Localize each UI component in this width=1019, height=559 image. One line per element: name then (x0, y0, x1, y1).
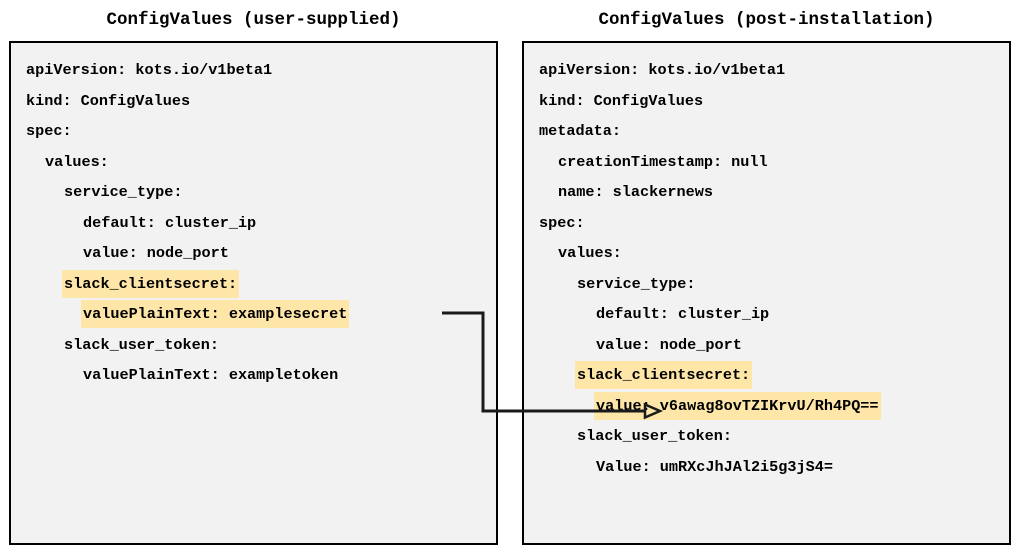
yaml-line-text: name: slackernews (558, 183, 713, 201)
yaml-line-text: apiVersion: kots.io/v1beta1 (539, 61, 786, 79)
yaml-line: slack_user_token: (524, 421, 1009, 452)
right-panel-title: ConfigValues (post-installation) (598, 10, 935, 30)
yaml-line-text: value: node_port (83, 244, 229, 262)
yaml-line: service_type: (11, 177, 496, 208)
yaml-line: value: node_port (11, 238, 496, 269)
yaml-line-text: valuePlainText: examplesecret (81, 300, 350, 328)
yaml-line: slack_user_token: (11, 330, 496, 361)
yaml-line: slack_clientsecret: (11, 269, 496, 300)
yaml-line: valuePlainText: examplesecret (11, 299, 496, 330)
yaml-line: kind: ConfigValues (11, 86, 496, 117)
yaml-line: slack_clientsecret: (524, 360, 1009, 391)
left-yaml-code: apiVersion: kots.io/v1beta1 kind: ConfigV… (11, 55, 496, 391)
yaml-line: value: v6awag8ovTZIKrvU/Rh4PQ== (524, 391, 1009, 422)
yaml-line-text: kind: ConfigValues (539, 91, 704, 110)
yaml-line-text: valuePlainText: exampletoken (83, 366, 339, 384)
yaml-line: default: cluster_ip (524, 299, 1009, 330)
yaml-line-text: kind: ConfigValues (26, 91, 191, 110)
yaml-line-text: apiVersion: kots.io/v1beta1 (26, 61, 273, 79)
yaml-line: apiVersion: kots.io/v1beta1 (11, 55, 496, 86)
yaml-line-text: slack_user_token: (64, 335, 219, 354)
yaml-line-text: spec: (26, 122, 72, 140)
yaml-line-text: Value: umRXcJhJAl2i5g3jS4= (596, 457, 833, 476)
yaml-line-text: creationTimestamp: null (558, 152, 768, 171)
yaml-line-text: service_type: (577, 274, 696, 293)
right-yaml-box: apiVersion: kots.io/v1beta1 kind: ConfigV… (522, 41, 1011, 545)
yaml-line-text: value: node_port (596, 335, 742, 354)
yaml-line-text: metadata: (539, 122, 622, 140)
yaml-line: kind: ConfigValues (524, 86, 1009, 117)
yaml-line: spec: (524, 208, 1009, 239)
yaml-line-text: value: v6awag8ovTZIKrvU/Rh4PQ== (594, 391, 881, 420)
left-yaml-box: apiVersion: kots.io/v1beta1 kind: ConfigV… (9, 41, 498, 545)
yaml-line-text: spec: (539, 213, 585, 232)
yaml-line: service_type: (524, 269, 1009, 300)
yaml-line: creationTimestamp: null (524, 147, 1009, 178)
yaml-line: spec: (11, 116, 496, 147)
yaml-line-text: values: (45, 152, 109, 171)
yaml-line-text: default: cluster_ip (596, 305, 770, 323)
yaml-line: Value: umRXcJhJAl2i5g3jS4= (524, 452, 1009, 483)
yaml-line: name: slackernews (524, 177, 1009, 208)
yaml-line-text: default: cluster_ip (83, 213, 257, 232)
yaml-line: value: node_port (524, 330, 1009, 361)
right-yaml-code: apiVersion: kots.io/v1beta1 kind: ConfigV… (524, 55, 1009, 482)
yaml-line: default: cluster_ip (11, 208, 496, 239)
yaml-line-text: slack_user_token: (577, 427, 732, 445)
yaml-line-text: slack_clientsecret: (62, 269, 240, 298)
yaml-line: values: (11, 147, 496, 178)
yaml-line-text: slack_clientsecret: (575, 361, 753, 389)
yaml-line-text: service_type: (64, 183, 183, 201)
left-panel-title: ConfigValues (user-supplied) (106, 10, 401, 30)
yaml-line: values: (524, 238, 1009, 269)
yaml-line: apiVersion: kots.io/v1beta1 (524, 55, 1009, 86)
yaml-line-text: values: (558, 244, 622, 262)
yaml-line: valuePlainText: exampletoken (11, 360, 496, 391)
yaml-line: metadata: (524, 116, 1009, 147)
